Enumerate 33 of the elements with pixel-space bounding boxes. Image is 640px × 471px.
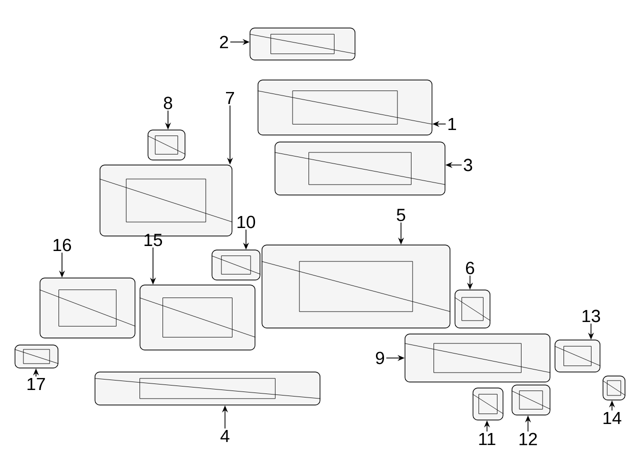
part-drawing: [139, 284, 256, 350]
callout-number: 7: [226, 92, 234, 104]
callout-number: 6: [466, 262, 474, 274]
part-drawing: [94, 372, 321, 406]
callout-number: 17: [28, 378, 45, 390]
part-drawing: [511, 384, 551, 416]
part-drawing: [257, 80, 433, 136]
callout-number: 16: [54, 238, 71, 252]
callout-number: 14: [604, 412, 622, 424]
callout-number: 12: [520, 432, 537, 446]
callout-number: 13: [582, 310, 600, 322]
callout-number: 1: [448, 118, 456, 130]
callout-number: 10: [238, 216, 256, 228]
callout-number: 2: [220, 36, 228, 48]
part-drawing: [211, 250, 261, 280]
part-drawing: [472, 388, 504, 420]
part-drawing: [554, 340, 601, 372]
callout-number: 9: [376, 352, 384, 364]
part-drawing: [249, 28, 356, 60]
part-drawing: [454, 290, 491, 328]
callout-number: 4: [220, 430, 230, 442]
callout-number: 5: [396, 208, 406, 222]
part-drawing: [602, 376, 626, 400]
callout-number: 3: [464, 158, 472, 172]
part-drawing: [404, 334, 551, 382]
part-drawing: [39, 278, 136, 338]
part-drawing: [274, 142, 446, 196]
callout-number: 8: [164, 96, 172, 110]
callout-number: 15: [144, 234, 162, 246]
part-drawing: [261, 244, 451, 328]
part-drawing: [147, 130, 186, 160]
part-drawing: [14, 344, 59, 368]
callout-number: 11: [479, 432, 496, 446]
